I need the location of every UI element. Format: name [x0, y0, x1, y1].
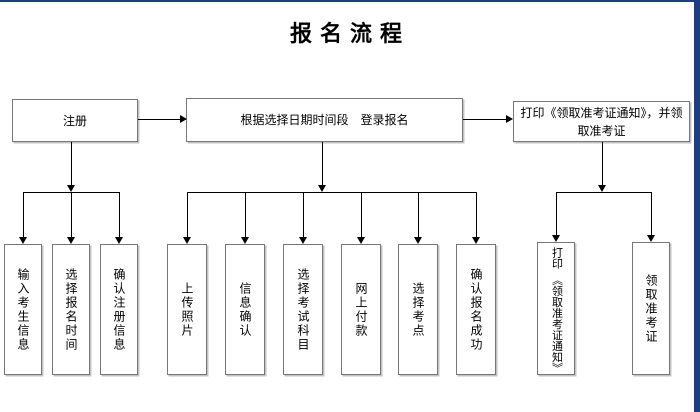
arrowhead-register-to-login [180, 115, 187, 123]
arrowhead-pay-online [357, 237, 365, 244]
arrowhead-confirm-registration-info [115, 237, 123, 244]
arrowhead-print-stem [598, 185, 606, 192]
arrowhead-select-signup-time [67, 237, 75, 244]
connector-ticket-branch-bar [556, 192, 652, 193]
connector-drop-print-ticket-notice [556, 192, 557, 235]
node-select-signup-time: 选择报名时间 [52, 244, 90, 375]
connector-login-stem [322, 142, 323, 186]
window-top-border [0, 0, 700, 2]
connector-drop-select-exam-subjects [303, 192, 304, 237]
arrowhead-receive-ticket [647, 235, 655, 242]
node-pay-online: 网上付款 [341, 244, 381, 375]
arrowhead-login-to-print [506, 115, 513, 123]
node-upload-photo: 上传照片 [167, 244, 207, 375]
node-print-and-receive-ticket: 打印《领取准考证通知》，并领取准考证 [513, 101, 690, 142]
arrowhead-input-candidate-info [19, 237, 27, 244]
arrowhead-register-stem [67, 185, 75, 192]
node-register: 注册 [12, 99, 138, 142]
node-input-candidate-info: 输入考生信息 [4, 244, 42, 375]
connector-drop-confirm-signup-success [476, 192, 477, 237]
window-right-border [694, 0, 700, 412]
node-confirm-signup-success: 确认报名成功 [456, 244, 496, 375]
connector-drop-info-confirm [245, 192, 246, 237]
arrowhead-info-confirm [241, 237, 249, 244]
node-print-ticket-notice: 打印 《领取准考证通知》 [537, 242, 575, 375]
node-info-confirm: 信息确认 [225, 244, 265, 375]
node-select-exam-subjects: 选择考试科目 [283, 244, 323, 375]
connector-drop-select-signup-time [71, 192, 72, 237]
node-confirm-registration-info: 确认注册信息 [100, 244, 138, 375]
node-select-exam-site: 选择考点 [398, 244, 438, 375]
connector-print-stem [602, 142, 603, 186]
connector-drop-upload-photo [187, 192, 188, 237]
connector-drop-select-exam-site [418, 192, 419, 237]
connector-drop-input-candidate-info [23, 192, 24, 237]
connector-signup-branch-bar [187, 192, 477, 193]
node-login-signup: 根据选择日期时间段 登录报名 [186, 98, 463, 142]
arrowhead-select-exam-subjects [299, 237, 307, 244]
connector-drop-receive-ticket [651, 192, 652, 235]
arrowhead-login-stem [318, 185, 326, 192]
arrowhead-select-exam-site [414, 237, 422, 244]
connector-drop-pay-online [361, 192, 362, 237]
arrowhead-confirm-signup-success [472, 237, 480, 244]
arrowhead-print-ticket-notice [552, 235, 560, 242]
page-title: 报名流程 [289, 21, 410, 46]
connector-login-to-print [463, 119, 506, 120]
node-receive-ticket: 领取准考证 [632, 242, 670, 375]
connector-register-stem [71, 142, 72, 186]
connector-register-to-login [138, 119, 180, 120]
connector-drop-confirm-registration-info [119, 192, 120, 237]
arrowhead-upload-photo [183, 237, 191, 244]
